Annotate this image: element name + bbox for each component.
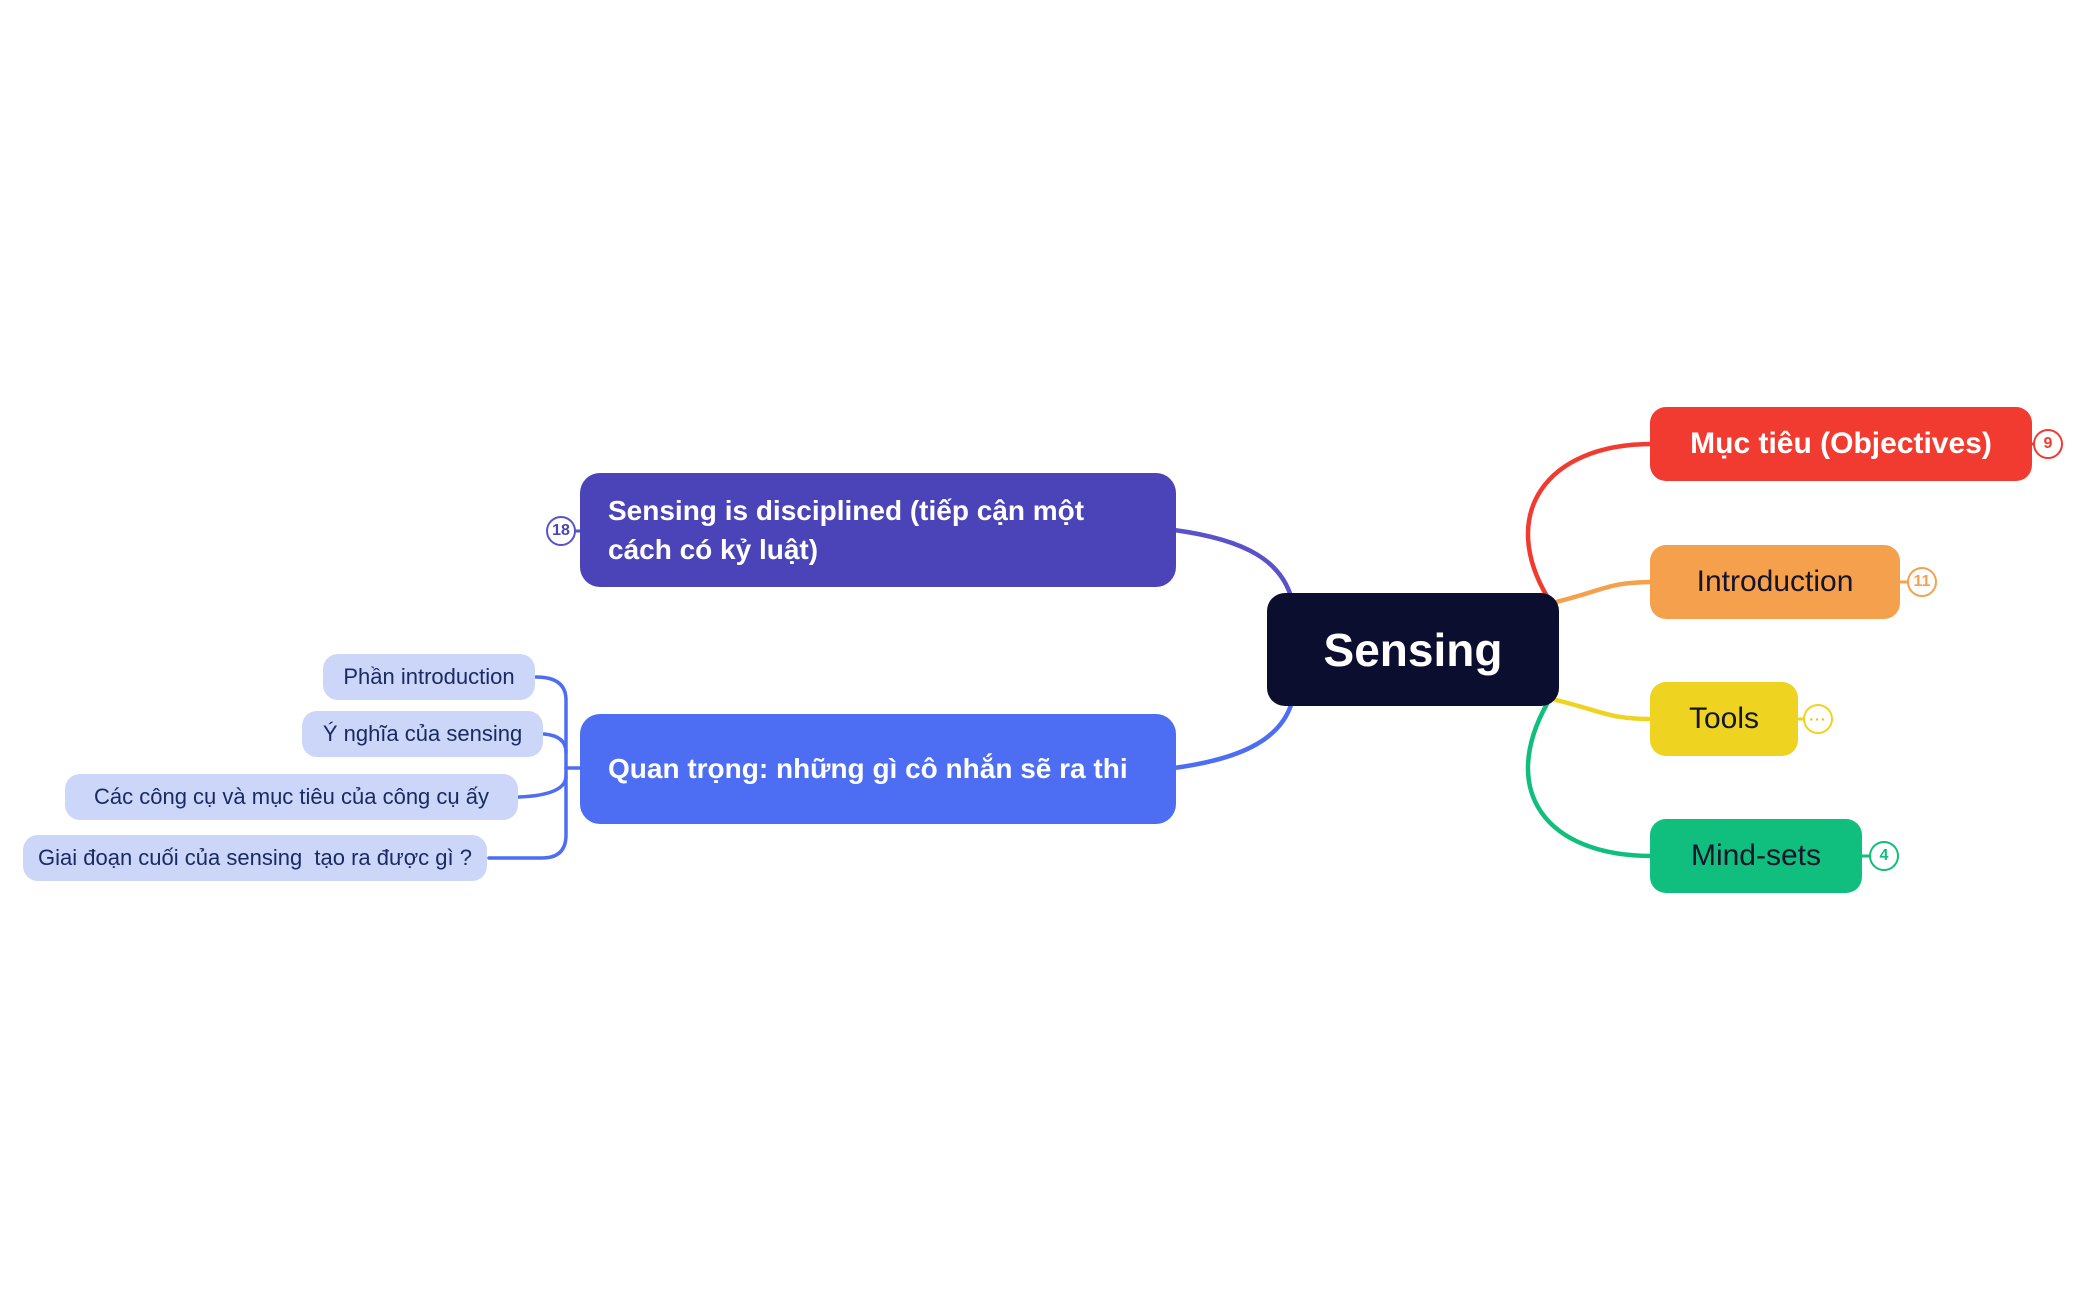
connector-quan-trong — [1171, 699, 1295, 771]
connector-disciplined — [1171, 527, 1295, 603]
badge-disciplined-count[interactable]: 18 — [546, 516, 576, 546]
badge-tools-collapsed[interactable]: ··· — [1803, 704, 1833, 734]
branch-node-objectives[interactable]: Mục tiêu (Objectives) — [1650, 407, 2032, 481]
branch-node-mindsets[interactable]: Mind-sets — [1650, 819, 1862, 893]
branch-node-disciplined[interactable]: Sensing is disciplined (tiếp cận một các… — [580, 473, 1176, 587]
root-node[interactable]: Sensing — [1267, 593, 1559, 706]
connector-subtopic-3 — [517, 774, 568, 799]
branch-node-tools[interactable]: Tools — [1650, 682, 1798, 756]
branch-node-introduction[interactable]: Introduction — [1650, 545, 1900, 619]
badge-objectives-count[interactable]: 9 — [2033, 429, 2063, 459]
subtopic-y-nghia[interactable]: Ý nghĩa của sensing — [302, 711, 543, 757]
connector-subtopics-rail — [487, 675, 568, 860]
badge-introduction-count[interactable]: 11 — [1907, 567, 1937, 597]
connector-introduction — [1553, 579, 1657, 605]
connector-mindsets — [1525, 699, 1655, 859]
connector-objectives — [1525, 441, 1655, 601]
subtopic-phan-introduction[interactable]: Phần introduction — [323, 654, 535, 700]
badge-mindsets-count[interactable]: 4 — [1869, 841, 1899, 871]
connector-tools — [1553, 697, 1657, 722]
subtopic-giai-doan-cuoi[interactable]: Giai đoạn cuối của sensing tạo ra được g… — [23, 835, 487, 881]
branch-node-quan-trong[interactable]: Quan trọng: những gì cô nhắn sẽ ra thi — [580, 714, 1176, 824]
subtopic-cong-cu[interactable]: Các công cụ và mục tiêu của công cụ ấy — [65, 774, 518, 820]
connector-subtopic-2 — [542, 732, 568, 754]
